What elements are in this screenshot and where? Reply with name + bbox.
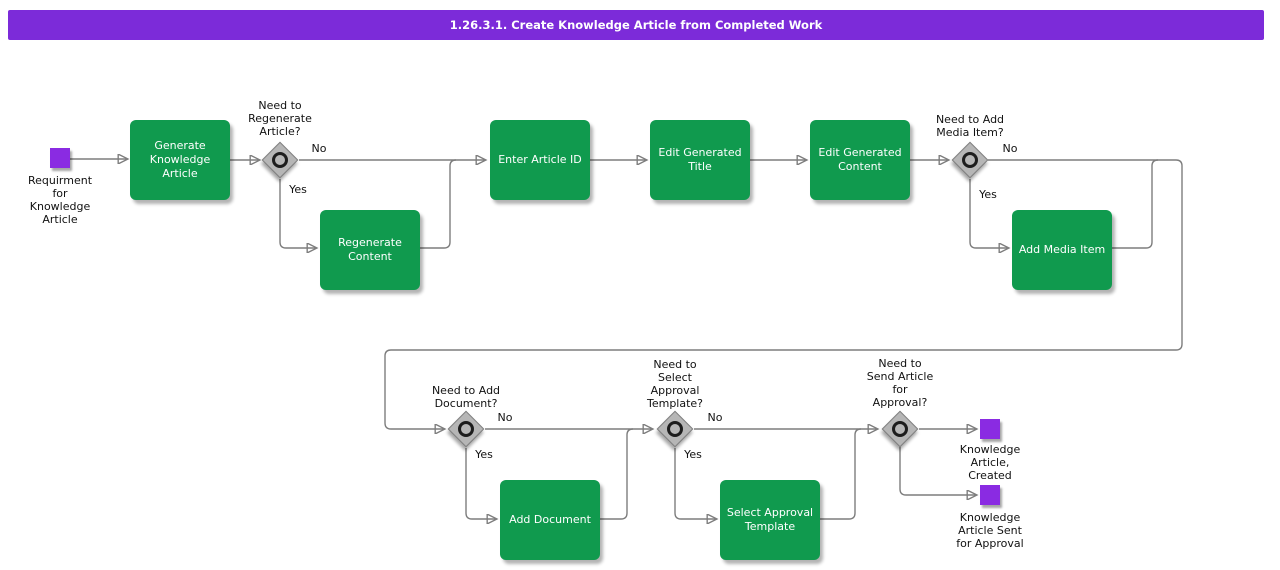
process-title-bar: 1.26.3.1. Create Knowledge Article from … — [8, 10, 1264, 40]
task-edit-generated-content[interactable]: Edit Generated Content — [810, 120, 910, 200]
gateway-question-approval: Need to Send Article for Approval? — [866, 357, 934, 409]
end-event-label-created: Knowledge Article, Created — [959, 443, 1021, 482]
gateway-question-document: Need to Add Document? — [431, 384, 501, 410]
gateway-circle-icon — [458, 421, 474, 437]
gateway-question-media: Need to Add Media Item? — [935, 113, 1005, 139]
task-regenerate-content[interactable]: Regenerate Content — [320, 210, 420, 290]
gateway-need-to-regenerate-article — [261, 141, 299, 179]
gateway-circle-icon — [962, 152, 978, 168]
branch-label-no: No — [1002, 142, 1018, 155]
gateway-circle-icon — [892, 421, 908, 437]
task-add-document[interactable]: Add Document — [500, 480, 600, 560]
gateway-question-regenerate: Need to Regenerate Article? — [248, 99, 312, 138]
branch-label-yes: Yes — [684, 448, 702, 461]
gateway-circle-icon — [667, 421, 683, 437]
task-select-approval-template[interactable]: Select Approval Template — [720, 480, 820, 560]
branch-label-yes: Yes — [289, 183, 307, 196]
end-event-square-created — [980, 419, 1000, 439]
process-title: 1.26.3.1. Create Knowledge Article from … — [449, 18, 823, 32]
branch-label-no: No — [497, 411, 513, 424]
branch-label-no: No — [311, 142, 327, 155]
gateway-circle-icon — [272, 152, 288, 168]
branch-label-yes: Yes — [979, 188, 997, 201]
gateway-need-to-select-approval-template — [656, 410, 694, 448]
branch-label-yes: Yes — [475, 448, 493, 461]
start-event-square — [50, 148, 70, 168]
gateway-need-to-send-article-for-approval — [881, 410, 919, 448]
gateway-need-to-add-media-item — [951, 141, 989, 179]
task-add-media-item[interactable]: Add Media Item — [1012, 210, 1112, 290]
start-event-label: Requirment for Knowledge Article — [27, 174, 93, 226]
end-event-square-sent — [980, 485, 1000, 505]
task-edit-generated-title[interactable]: Edit Generated Title — [650, 120, 750, 200]
gateway-need-to-add-document — [447, 410, 485, 448]
end-event-label-sent: Knowledge Article Sent for Approval — [956, 511, 1024, 550]
gateway-question-template: Need to Select Approval Template? — [646, 358, 704, 410]
task-enter-article-id[interactable]: Enter Article ID — [490, 120, 590, 200]
task-generate-knowledge-article[interactable]: Generate Knowledge Article — [130, 120, 230, 200]
branch-label-no: No — [707, 411, 723, 424]
